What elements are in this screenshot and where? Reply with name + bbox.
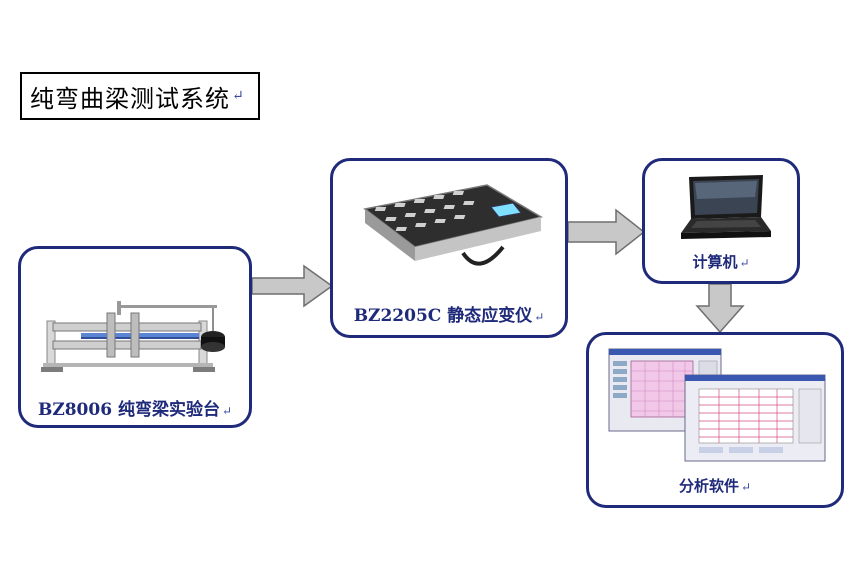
arrow-meter-to-pc	[567, 208, 646, 256]
strain-meter-icon	[363, 184, 543, 266]
node-computer: 计算机↵	[642, 158, 800, 284]
laptop-icon	[681, 175, 771, 239]
diagram-title: 纯弯曲梁测试系统	[30, 84, 230, 113]
node-strain-meter: BZ2205C 静态应变仪↵	[330, 158, 568, 338]
software-windows-icon	[608, 348, 826, 462]
label-strain-meter: BZ2205C 静态应变仪↵	[353, 306, 545, 326]
node-beam-bench: BZ8006 纯弯梁实验台↵	[18, 246, 252, 428]
title-return-mark: ↵	[232, 88, 244, 104]
label-computer: 计算机↵	[692, 253, 750, 271]
arrow-bench-to-meter	[251, 264, 334, 308]
beam-bench-icon	[41, 301, 225, 372]
label-beam-bench: BZ8006 纯弯梁实验台↵	[37, 400, 233, 420]
label-software: 分析软件↵	[678, 477, 752, 495]
diagram-title-box: 纯弯曲梁测试系统↵	[20, 72, 260, 120]
arrow-pc-to-software	[695, 283, 745, 334]
node-software: 分析软件↵	[586, 332, 844, 508]
